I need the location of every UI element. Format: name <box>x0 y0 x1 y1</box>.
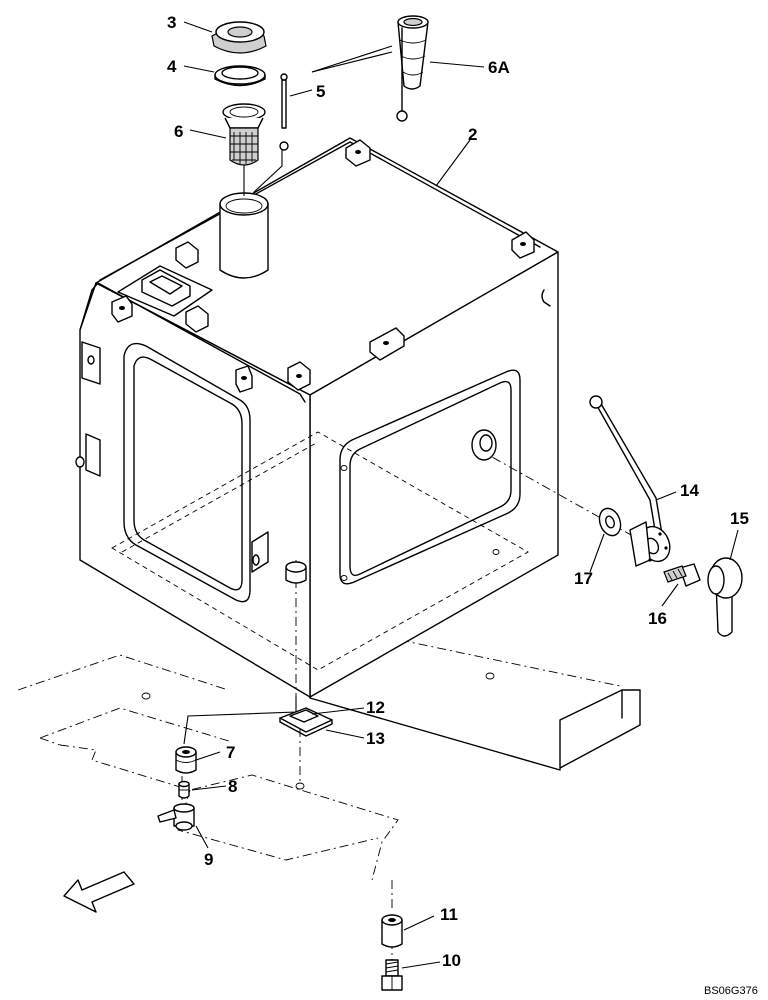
callout-9: 9 <box>204 850 213 869</box>
front-inspection-window <box>123 342 251 603</box>
part-9-drain-cock <box>157 803 195 831</box>
callout-labels: 2 3 4 5 6 6A 7 8 9 10 11 12 13 14 15 16 … <box>167 13 749 970</box>
part-6a-filter-element <box>311 15 429 122</box>
part-6-strainer <box>222 103 266 166</box>
part-17-gasket <box>598 507 622 537</box>
part-10-bolt <box>381 959 403 991</box>
part-16-bolt <box>663 563 701 587</box>
part-7-drain-valve <box>175 746 197 774</box>
callout-16: 16 <box>648 609 667 628</box>
front-direction-arrow <box>63 871 135 913</box>
callout-2: 2 <box>468 125 477 144</box>
callout-14: 14 <box>680 481 699 500</box>
callout-5: 5 <box>316 82 325 101</box>
callout-6a: 6A <box>488 58 510 77</box>
part-8-nipple <box>178 780 190 799</box>
part-12-13-plates <box>279 707 333 737</box>
tank-body <box>79 137 559 698</box>
left-brackets <box>75 341 269 573</box>
callout-12: 12 <box>366 698 385 717</box>
callout-4: 4 <box>167 57 177 76</box>
callout-7: 7 <box>226 743 235 762</box>
figure-code: BS06G376 <box>704 985 758 997</box>
sight-gauge-port <box>471 429 497 461</box>
filler-neck <box>219 192 269 279</box>
part-11-spacer <box>381 914 403 948</box>
lifting-lugs <box>175 139 551 391</box>
part-5-dipstick <box>279 73 289 151</box>
callout-8: 8 <box>228 777 237 796</box>
part-3-filler-cap <box>211 21 267 54</box>
top-cover-plate <box>111 265 253 393</box>
callout-6: 6 <box>174 122 183 141</box>
part-14-lever-valve <box>589 395 671 567</box>
callout-11: 11 <box>440 905 458 924</box>
part-15-cap <box>707 557 743 637</box>
callout-10: 10 <box>442 951 461 970</box>
callout-13: 13 <box>366 729 385 748</box>
side-inspection-window <box>339 369 521 585</box>
callout-17: 17 <box>574 569 593 588</box>
callout-3: 3 <box>167 13 176 32</box>
part-4-gasket <box>214 65 266 87</box>
drain-plug-ring <box>285 561 307 584</box>
callout-15: 15 <box>730 509 749 528</box>
leader-lines <box>183 21 739 969</box>
